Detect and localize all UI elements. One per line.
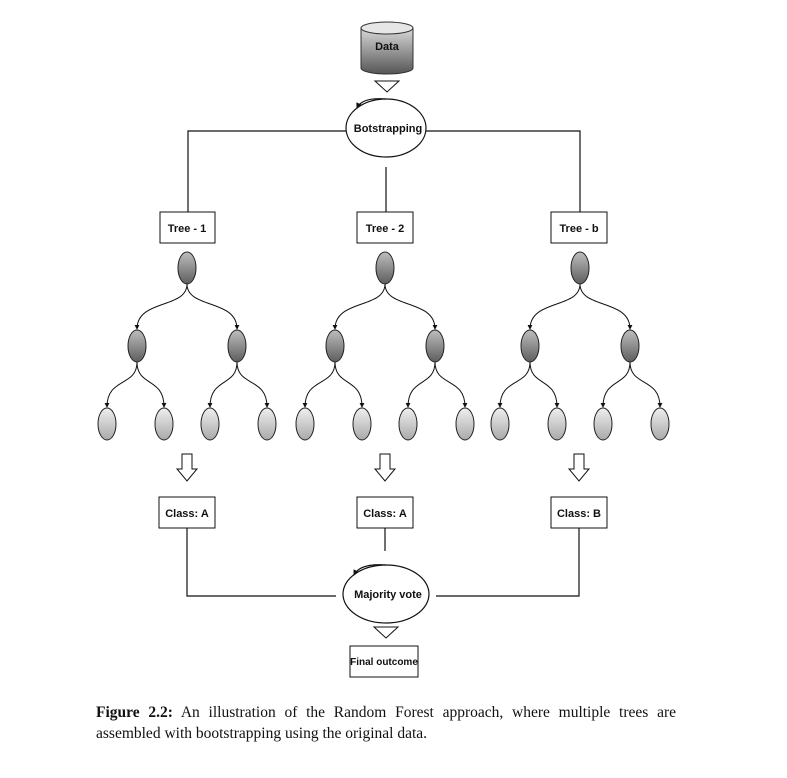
down-arrow bbox=[373, 453, 397, 482]
tree-edge bbox=[334, 361, 365, 408]
decision-tree bbox=[97, 251, 277, 441]
tree-edge bbox=[497, 361, 531, 408]
figure-caption: Figure 2.2: An illustration of the Rando… bbox=[96, 702, 676, 744]
class-box-b: Class: B bbox=[550, 496, 608, 529]
leaf-node bbox=[398, 407, 418, 441]
leaf-node bbox=[97, 407, 117, 441]
bootstrap-connectors bbox=[187, 130, 581, 212]
leaf-node bbox=[352, 407, 372, 441]
tree-edge bbox=[104, 361, 138, 408]
majority-vote-node: Majority vote bbox=[342, 564, 430, 624]
tree-label: Tree - b bbox=[559, 223, 598, 235]
caption-label: Figure 2.2: bbox=[96, 704, 173, 721]
decision-tree bbox=[295, 251, 475, 441]
tree-edge bbox=[136, 361, 167, 408]
tree-label: Tree - 2 bbox=[366, 223, 405, 235]
tree-edge bbox=[629, 361, 663, 408]
decision-tree bbox=[490, 251, 670, 441]
caption-text: An illustration of the Random Forest app… bbox=[96, 704, 676, 742]
class-label: Class: B bbox=[557, 508, 601, 520]
tree-box-1: Tree - 1 bbox=[159, 211, 216, 244]
class-label: Class: A bbox=[363, 508, 407, 520]
leaf-node bbox=[593, 407, 613, 441]
tree-edge bbox=[332, 283, 386, 330]
tree-label: Tree - 1 bbox=[168, 223, 207, 235]
internal-node bbox=[520, 329, 540, 363]
tree-edge bbox=[302, 361, 336, 408]
tree-edge bbox=[600, 361, 631, 408]
root-node bbox=[375, 251, 395, 285]
leaf-node bbox=[295, 407, 315, 441]
leaf-node bbox=[257, 407, 277, 441]
internal-node bbox=[425, 329, 445, 363]
leaf-node bbox=[200, 407, 220, 441]
decision-trees bbox=[97, 251, 670, 441]
leaf-node bbox=[154, 407, 174, 441]
vote-loop-arrow bbox=[353, 564, 387, 576]
data-down-arrow bbox=[373, 80, 401, 93]
tree-edge bbox=[134, 283, 188, 330]
tree-edge bbox=[434, 361, 468, 408]
leaf-node bbox=[455, 407, 475, 441]
bootstrap-loop-arrow bbox=[356, 98, 387, 109]
final-outcome-label: Final outcome bbox=[350, 657, 418, 668]
internal-node bbox=[325, 329, 345, 363]
bootstrapping-label: Botstrapping bbox=[354, 123, 422, 135]
data-label: Data bbox=[375, 41, 400, 53]
random-forest-diagram: Data Botstrapping Tree - 1 Tree - 2 Tree… bbox=[97, 21, 670, 678]
vote-connectors bbox=[186, 528, 580, 597]
internal-node bbox=[227, 329, 247, 363]
tree-edge bbox=[207, 361, 238, 408]
class-box-1: Class: A bbox=[158, 496, 216, 529]
internal-node bbox=[127, 329, 147, 363]
tree-output-arrows bbox=[175, 453, 591, 482]
majority-vote-label: Majority vote bbox=[354, 589, 422, 601]
tree-edge bbox=[236, 361, 270, 408]
tree-edge bbox=[405, 361, 436, 408]
final-outcome-box: Final outcome bbox=[349, 645, 419, 678]
leaf-node bbox=[490, 407, 510, 441]
leaf-node bbox=[650, 407, 670, 441]
internal-node bbox=[620, 329, 640, 363]
down-arrow bbox=[567, 453, 591, 482]
class-label: Class: A bbox=[165, 508, 209, 520]
tree-box-b: Tree - b bbox=[550, 211, 608, 244]
tree-box-2: Tree - 2 bbox=[356, 211, 414, 244]
data-cylinder: Data bbox=[360, 21, 414, 75]
tree-edge bbox=[529, 361, 560, 408]
class-box-2: Class: A bbox=[356, 496, 414, 529]
root-node bbox=[177, 251, 197, 285]
vote-down-arrow bbox=[372, 626, 400, 639]
tree-edge bbox=[579, 283, 633, 330]
root-node bbox=[570, 251, 590, 285]
bootstrapping-node: Botstrapping bbox=[345, 98, 427, 158]
tree-edge bbox=[186, 283, 240, 330]
tree-edge bbox=[384, 283, 438, 330]
leaf-node bbox=[547, 407, 567, 441]
down-arrow bbox=[175, 453, 199, 482]
tree-edge bbox=[527, 283, 581, 330]
